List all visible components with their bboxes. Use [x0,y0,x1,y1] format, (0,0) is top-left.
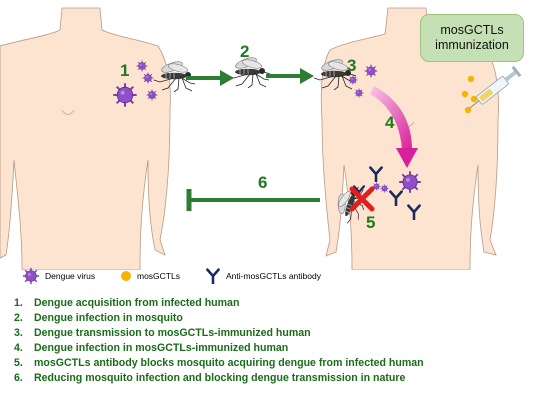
dengue-virus-icon [142,72,154,84]
transmission-arrow-2-to-3 [266,68,314,84]
step-item-text: Reducing mosquito infection and blocking… [34,372,406,384]
legend-label-dengue-virus: Dengue virus [45,271,96,281]
step-item-number: 2. [14,312,23,324]
legend-item-antibody: Anti-mosGCTLs antibody [205,262,321,290]
dengue-virus-icon [354,88,364,98]
step-item-number: 6. [14,372,23,384]
infection-spread-arrow [370,86,418,168]
legend-label-antibody: Anti-mosGCTLs antibody [226,271,321,281]
legend: Dengue virus mosGCTLs Anti-mosGCTLs anti… [0,262,539,290]
step-item-text: mosGCTLs antibody blocks mosquito acquir… [34,357,424,369]
steps-list: 1. Dengue acquisition from infected human… [14,296,424,386]
immunization-label-line2: immunization [435,38,509,52]
step-number-1: 1 [120,61,129,80]
step-item: 6. Reducing mosquito infection and blocki… [14,371,424,386]
dengue-transmission-diagram: 1 2 3 4 5 6 [0,7,522,270]
step-item-text: Dengue infection in mosGCTLs-immunized h… [34,342,289,354]
dengue-virus-icon [22,267,40,285]
mosgctls-dots [461,75,478,114]
step-item: 1. Dengue acquisition from infected human [14,296,424,311]
immunization-label-line1: mosGCTLs [440,23,504,37]
step-number-3: 3 [347,56,356,75]
mosgctl-dot [461,90,469,98]
antibody-icon [206,268,220,284]
infected-human-body [0,7,171,270]
legend-label-mosgctls: mosGCTLs [137,271,180,281]
step-number-2: 2 [240,42,249,61]
mosgctl-dot [467,75,475,83]
step-number-6: 6 [258,173,267,192]
mosgctl-dot-icon [121,271,131,281]
step-item-text: Dengue infection in mosquito [34,312,183,324]
step-item-number: 1. [14,297,23,309]
step-number-4: 4 [385,113,395,132]
dengue-virus-icon [136,60,148,72]
step-item: 3. Dengue transmission to mosGCTLs-immuni… [14,326,424,341]
dengue-virus-icon [146,89,158,101]
transmission-arrow-1-to-2 [186,70,234,86]
step-number-5: 5 [366,213,375,232]
block-x-icon [349,186,375,212]
step-item-text: Dengue transmission to mosGCTLs-immunize… [34,327,311,339]
step-item: 2. Dengue infection in mosquito [14,311,424,326]
mosgctl-dot [464,106,472,114]
step-item-number: 3. [14,327,23,339]
blocking-arrow [186,189,320,211]
syringe-icon [466,65,522,112]
step-item: 5. mosGCTLs antibody blocks mosquito acqu… [14,356,424,371]
step-item: 4. Dengue infection in mosGCTLs-immunized… [14,341,424,356]
legend-item-dengue-virus: Dengue virus [22,262,95,290]
dengue-virus-icon [364,64,378,78]
step-item-number: 4. [14,342,23,354]
step-item-number: 5. [14,357,23,369]
legend-item-mosgctls: mosGCTLs [120,262,180,290]
dengue-virus-icon [348,75,358,85]
immunization-label: mosGCTLs immunization [420,14,524,62]
dengue-virus-large-icon [398,170,422,194]
dengue-virus-icon [380,184,389,193]
step-item-text: Dengue acquisition from infected human [34,297,240,309]
dengue-virus-large-icon [112,82,138,108]
mosgctl-dot [470,95,478,103]
